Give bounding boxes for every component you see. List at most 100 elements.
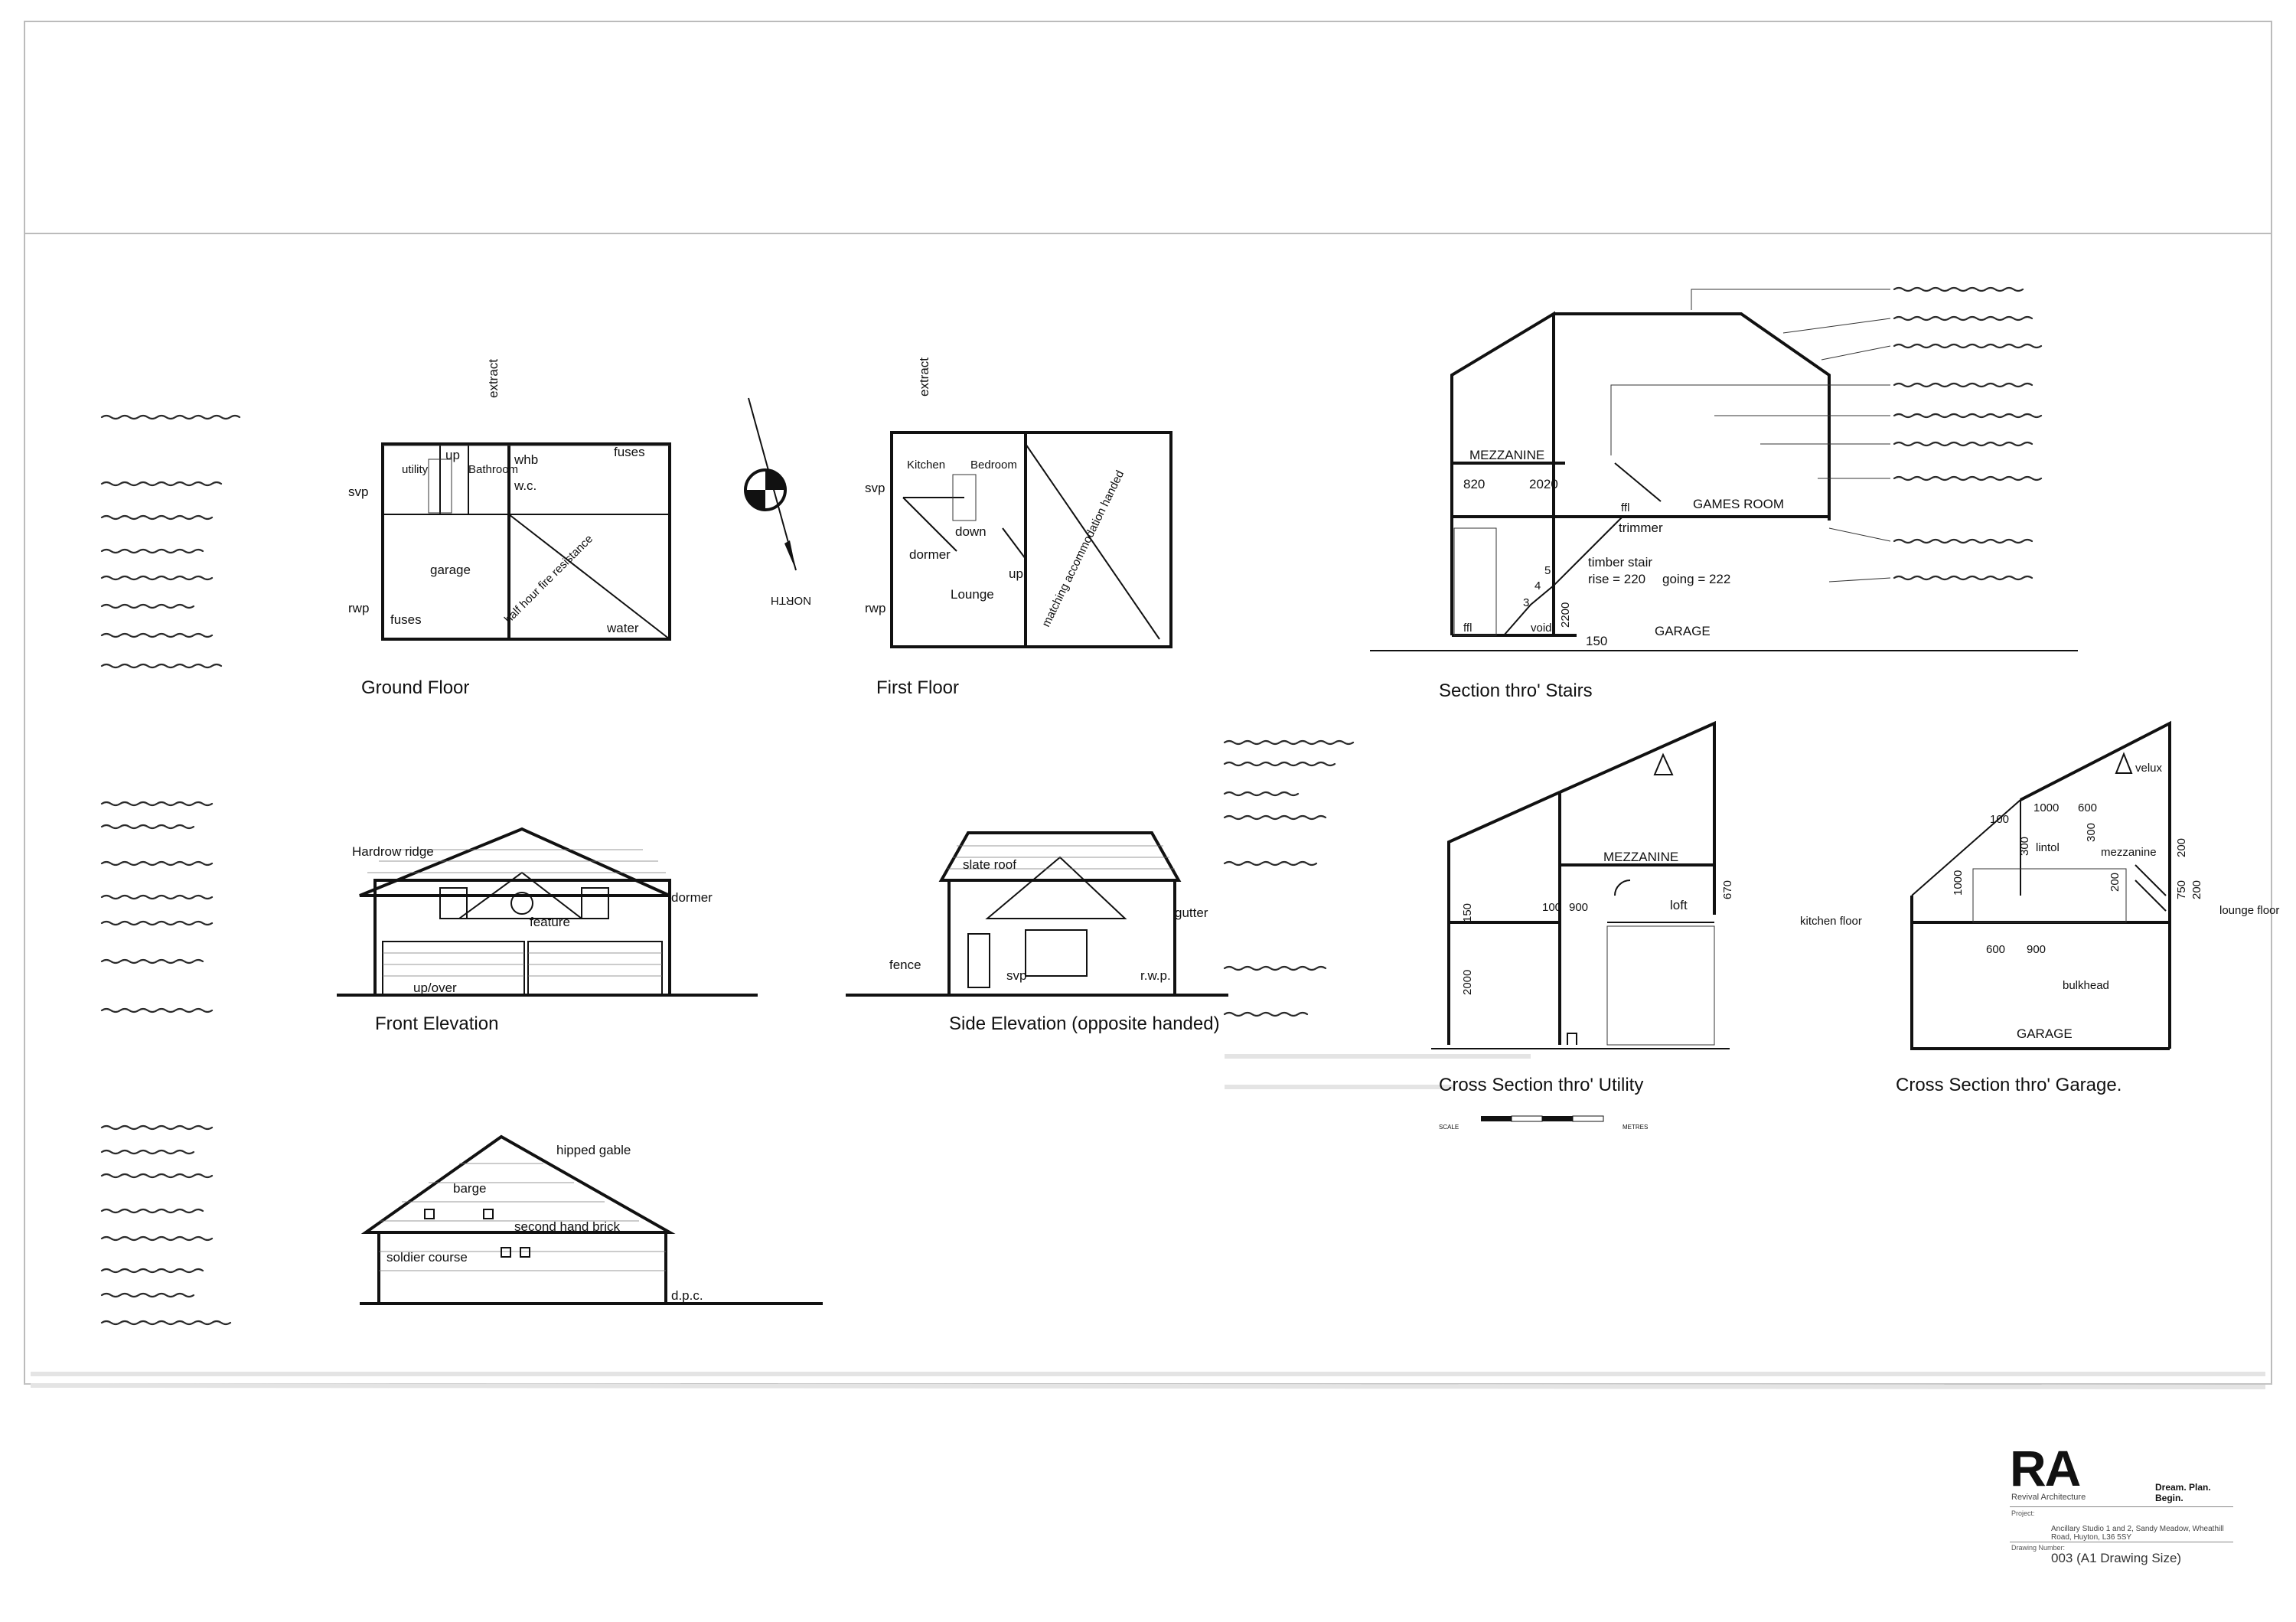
rwp-label-first: rwp <box>865 601 885 615</box>
matching-accommodation-label: matching accommodation handed <box>1039 468 1127 629</box>
fire-resistance-label: half hour fire resistance <box>502 533 595 626</box>
dim-150: 150 <box>1586 634 1607 648</box>
bulkhead-label: bulkhead <box>2063 979 2109 992</box>
ground-floor-plan: extract whb fuses utility up Bathroom w.… <box>348 359 671 698</box>
step-3: 3 <box>1523 596 1529 609</box>
hipped-gable-label: hipped gable <box>556 1143 631 1157</box>
lintol-label: lintol <box>2036 841 2060 854</box>
project-label: Project: <box>2011 1509 2035 1517</box>
dim-600-top: 600 <box>2078 801 2097 814</box>
company-logo: RA <box>2010 1440 2081 1496</box>
scan-noise <box>30 1054 2266 1389</box>
dim-2020: 2020 <box>1529 477 1558 491</box>
svp-label: svp <box>348 485 368 499</box>
garage-label-cross: GARAGE <box>2017 1026 2073 1041</box>
whb-label: whb <box>514 452 538 467</box>
project-address: Ancillary Studio 1 and 2, Sandy Meadow, … <box>2051 1525 2224 1542</box>
water-label: water <box>606 621 639 635</box>
lounge-floor-label: lounge floor <box>2219 904 2279 917</box>
hardrow-ridge-label: Hardrow ridge <box>352 844 434 859</box>
sheet-border <box>24 21 2272 1385</box>
soldier-course-label: soldier course <box>386 1250 468 1265</box>
first-floor-title: First Floor <box>876 677 959 698</box>
fuses-label-2: fuses <box>390 612 422 627</box>
timber-stair-label: timber stair <box>1588 555 1652 569</box>
dim-200-far: 200 <box>2190 880 2203 899</box>
down-label: down <box>955 524 987 539</box>
front-elevation: Hardrow ridge feature dormer up/over Fro… <box>337 827 758 1034</box>
barge-label: barge <box>453 1181 486 1196</box>
dim-900-bottom: 900 <box>2027 943 2046 956</box>
utility-label: utility <box>402 463 429 476</box>
second-hand-brick-label: second hand brick <box>514 1219 620 1234</box>
trimmer-label: trimmer <box>1619 521 1663 535</box>
up-label-first: up <box>1009 566 1023 581</box>
svp-label-first: svp <box>865 481 885 495</box>
garage-label-section: GARAGE <box>1655 624 1711 638</box>
going-label: going = 222 <box>1662 572 1730 586</box>
cross-section-utility-title: Cross Section thro' Utility <box>1439 1075 1643 1095</box>
feature-label: feature <box>530 915 570 929</box>
ground-floor-title: Ground Floor <box>361 677 469 698</box>
tagline: Dream. Plan. Begin. <box>2155 1482 2211 1503</box>
first-floor-plan: extract Kitchen Bedroom svp down dormer … <box>865 357 1172 698</box>
kitchen-floor-label: kitchen floor <box>1800 915 1862 928</box>
title-block: RA Revival Architecture Dream. Plan. Beg… <box>2004 1439 2233 1569</box>
dim-600-bottom: 600 <box>1986 943 2005 956</box>
rwp-label: rwp <box>348 601 369 615</box>
step-5: 5 <box>1544 564 1551 577</box>
dim-670: 670 <box>1721 880 1734 899</box>
scale-label: SCALE <box>1439 1124 1459 1131</box>
north-label: NORTH <box>771 594 811 607</box>
north-point: NORTH <box>744 397 811 607</box>
slate-roof-label: slate roof <box>963 857 1016 872</box>
kitchen-label: Kitchen <box>907 459 945 472</box>
garage-label: garage <box>430 563 471 577</box>
cross-section-garage-title: Cross Section thro' Garage. <box>1896 1075 2122 1095</box>
dim-300-a: 300 <box>2018 837 2031 856</box>
rear-elevation: hipped gable barge second hand brick sol… <box>360 1134 823 1305</box>
dormer-label: dormer <box>909 547 951 562</box>
dim-200-right: 200 <box>2175 838 2188 857</box>
dpc-label: d.p.c. <box>671 1288 703 1303</box>
wc-label: w.c. <box>514 478 536 493</box>
dim-1000-left: 1000 <box>1952 870 1965 896</box>
firm-name: Revival Architecture <box>2011 1493 2086 1502</box>
fence-label: fence <box>889 958 921 972</box>
loft-label: loft <box>1670 898 1688 912</box>
dormer-label-elev: dormer <box>671 890 713 905</box>
mezzanine-label-utility: MEZZANINE <box>1603 850 1678 864</box>
cross-section-utility: MEZZANINE 150 100 900 loft 670 2000 Cros… <box>1431 720 1734 1095</box>
front-elevation-title: Front Elevation <box>375 1013 498 1034</box>
ffl-label-2: ffl <box>1463 622 1472 635</box>
leader-lines <box>1610 289 1891 583</box>
dim-100-utility: 100 <box>1542 901 1561 914</box>
mezzanine-label-garage: mezzanine <box>2101 846 2157 859</box>
rwp-label-elev: r.w.p. <box>1140 968 1171 983</box>
scale-bar: SCALE METRES <box>1439 1115 1648 1131</box>
fuses-label: fuses <box>614 445 645 459</box>
side-elevation-title: Side Elevation (opposite handed) <box>949 1013 1220 1034</box>
up-label: up <box>445 448 460 462</box>
extract-label-first: extract <box>917 357 931 397</box>
section-stairs: MEZZANINE 820 2020 ffl GAMES ROOM trimme… <box>1370 311 2078 701</box>
section-stairs-title: Section thro' Stairs <box>1439 680 1593 701</box>
construction-notes <box>100 286 2043 1326</box>
ffl-label: ffl <box>1621 501 1629 514</box>
step-4: 4 <box>1534 579 1541 592</box>
bedroom-label: Bedroom <box>970 459 1017 472</box>
scale-unit: METRES <box>1623 1124 1648 1131</box>
extract-label: extract <box>486 359 501 398</box>
dim-300-b: 300 <box>2085 823 2098 842</box>
bathroom-label: Bathroom <box>468 463 518 476</box>
void-label: void <box>1531 622 1552 635</box>
dim-100-garage: 100 <box>1990 813 2009 826</box>
dim-150-utility: 150 <box>1461 903 1474 922</box>
drawing-number: 003 (A1 Drawing Size) <box>2051 1551 2182 1565</box>
mezzanine-label: MEZZANINE <box>1469 448 1544 462</box>
dim-820: 820 <box>1463 477 1485 491</box>
games-room-label: GAMES ROOM <box>1693 497 1784 511</box>
dim-2000: 2000 <box>1461 970 1474 995</box>
lounge-label: Lounge <box>951 587 994 602</box>
